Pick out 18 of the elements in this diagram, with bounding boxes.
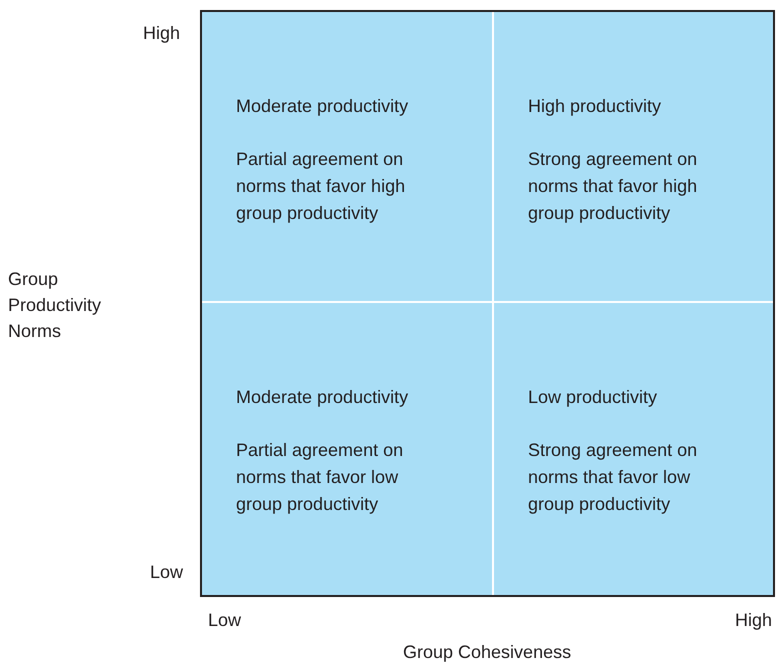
quadrant-cell <box>202 12 492 301</box>
axis-tick-label: Low <box>150 561 184 584</box>
quadrant-heading: High productivity <box>528 95 662 118</box>
axis-title: Group Cohesiveness <box>403 641 572 662</box>
quadrant-heading: Low productivity <box>528 386 658 409</box>
quadrant-description: Strong agreement on norms that favor low group productivity <box>528 439 698 516</box>
quadrant-description: Strong agreement on norms that favor high group productivity <box>528 148 698 225</box>
quadrant-cell <box>494 12 773 301</box>
axis-title: Group Productivity Norms <box>8 268 102 343</box>
axis-tick-label: Low <box>208 609 242 632</box>
quadrant-description: Partial agreement on norms that favor low group productivity <box>236 439 404 516</box>
quadrant-cell <box>202 303 492 595</box>
quadrant-heading: Moderate productivity <box>236 95 410 118</box>
quadrant-cell <box>494 303 773 595</box>
quadrant-description: Partial agreement on norms that favor high group productivity <box>236 148 406 225</box>
quadrant-heading: Moderate productivity <box>236 386 410 409</box>
axis-tick-label: High <box>735 609 772 632</box>
axis-tick-label: High <box>143 22 180 45</box>
